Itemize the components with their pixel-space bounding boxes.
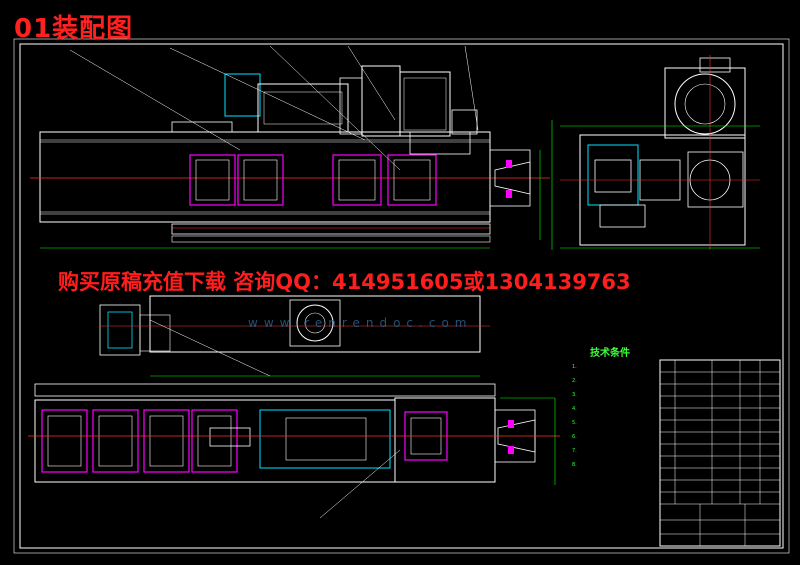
tech-requirements-list: 1. 2. 3. 4. 5. 6. 7. 8.: [572, 364, 646, 476]
title-block: [659, 359, 781, 547]
watermark: www.renrendoc.com: [248, 316, 473, 330]
tech-requirement-line: 1.: [572, 364, 577, 370]
top-main-view: [30, 45, 553, 250]
tech-requirement-line: 8.: [572, 462, 577, 468]
tech-requirement-line: 3.: [572, 392, 577, 398]
tech-requirements-title: 技术条件: [590, 348, 630, 359]
middle-view: [99, 295, 490, 377]
tech-requirement-line: 4.: [572, 406, 577, 412]
bottom-main-view: [28, 319, 560, 519]
drawing-title: 01装配图: [14, 14, 134, 44]
tech-requirement-line: 6.: [572, 434, 577, 440]
tech-requirement-line: 2.: [572, 378, 577, 384]
tech-requirement-line: 7.: [572, 448, 577, 454]
promo-banner: 购买原稿充值下载 咨询QQ：414951605或1304139763: [58, 270, 631, 294]
side-view: [560, 55, 760, 250]
sheet-border: [19, 43, 784, 549]
sheet-outer-border: [13, 38, 790, 554]
tech-requirement-line: 5.: [572, 420, 577, 426]
